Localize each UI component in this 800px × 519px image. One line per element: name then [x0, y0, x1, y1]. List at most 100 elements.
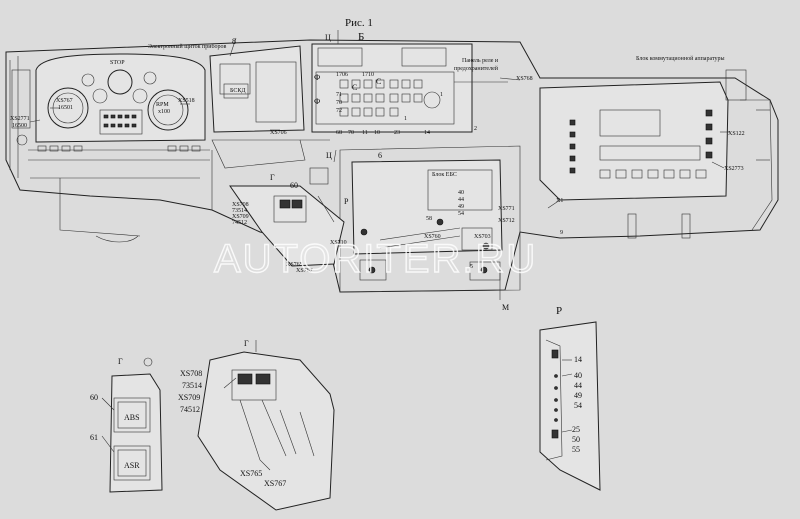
drawing-path — [545, 339, 563, 461]
callout-58: 58 — [426, 216, 432, 222]
drawing-rect — [117, 123, 123, 128]
r-callout-14: 14 — [574, 355, 582, 364]
drawing-circle — [360, 228, 368, 236]
drawing-rect — [363, 107, 373, 117]
callout-2: 2 — [474, 126, 477, 132]
bskd-block: БСКД — [209, 45, 305, 133]
drawing-circle — [92, 88, 108, 104]
drawing-rect — [551, 349, 559, 359]
drawing-rect — [627, 213, 637, 239]
watermark: AUTORITER.RU — [214, 237, 537, 281]
rpm-multiplier-label: x100 — [158, 109, 170, 115]
drawing-rect — [255, 61, 297, 123]
drawing-path — [740, 99, 773, 231]
switching-block — [539, 69, 773, 239]
g-callout-73514: 73514 — [182, 381, 202, 390]
asr-switch-label: ASR — [124, 461, 140, 470]
diagram-labels: Рис. 1 Б Ц Электронный щиток приборов Па… — [10, 17, 745, 488]
drawing-rect — [363, 79, 373, 89]
left-console — [229, 167, 345, 267]
detail-r — [539, 321, 601, 491]
drawing-path — [261, 399, 287, 457]
r-callout-25: 25 — [572, 425, 580, 434]
drawing-rect — [110, 114, 116, 119]
drawing-rect — [11, 69, 31, 129]
drawing-circle — [143, 71, 157, 85]
relay-fuse-panel — [311, 43, 508, 133]
drawing-line — [547, 199, 561, 209]
drawing-rect — [631, 169, 643, 179]
drawing-path — [279, 409, 297, 455]
drawing-path — [239, 399, 271, 471]
drawing-rect — [375, 79, 385, 89]
drawing-rect — [167, 145, 177, 152]
drawing-circle — [368, 266, 376, 274]
drawing-rect — [401, 47, 447, 67]
g-callout-xs765: XS765 — [240, 469, 262, 478]
callout-xs767a: XS767 — [56, 98, 73, 104]
drawing-path — [299, 411, 315, 457]
drawing-line — [229, 37, 237, 57]
drawing-rect — [413, 93, 423, 103]
bskd-label: БСКД — [230, 88, 246, 94]
drawing-line — [223, 377, 237, 389]
drawing-rect — [647, 169, 659, 179]
drawing-path — [95, 235, 139, 243]
callout-f2: Ф — [314, 97, 320, 106]
drawing-rect — [279, 199, 291, 209]
ebs-block-annotation: Блок ЕБС — [432, 172, 457, 178]
callout-70b: 70 — [348, 130, 354, 136]
r-callout-44: 44 — [574, 381, 582, 390]
switching-block-annotation: Блок коммутационной аппаратуры — [636, 55, 725, 62]
relay-grid — [339, 79, 441, 117]
callout-16501: 16501 — [58, 105, 73, 111]
drawing-rect — [705, 151, 713, 159]
drawing-circle — [81, 73, 95, 87]
callout-44: 44 — [458, 197, 464, 203]
drawing-rect — [705, 137, 713, 145]
drawing-rect — [389, 79, 399, 89]
callout-ts2: Ц — [326, 151, 332, 160]
drawing-line — [561, 429, 573, 433]
drawing-rect — [291, 199, 303, 209]
drawing-path — [211, 139, 306, 169]
speedometer-gauge — [47, 87, 89, 129]
drawing-rect — [273, 195, 307, 223]
drawing-path — [339, 145, 521, 293]
r-callout-49: 49 — [574, 391, 582, 400]
callout-c2: C — [376, 77, 381, 86]
drawing-line — [379, 227, 461, 241]
drawing-rect — [725, 69, 747, 101]
callout-14: 14 — [424, 130, 430, 136]
drawing-rect — [37, 145, 47, 152]
drawing-rect — [389, 93, 399, 103]
drawing-line — [101, 397, 115, 411]
drawing-rect — [363, 93, 373, 103]
drawing-rect — [113, 397, 151, 433]
drawing-circle — [554, 386, 558, 390]
drawing-rect — [359, 259, 387, 281]
r-callout-54: 54 — [574, 401, 582, 410]
drawing-circle — [423, 91, 441, 109]
drawing-rect — [317, 47, 363, 67]
drawing-path — [109, 373, 163, 493]
drawing-line — [333, 149, 337, 163]
drawing-rect — [351, 93, 361, 103]
drawing-line — [101, 435, 115, 453]
drawing-rect — [103, 114, 109, 119]
drawing-circle — [152, 94, 184, 126]
view-g-label-main: Г — [270, 173, 275, 182]
callout-1710: 1710 — [362, 72, 374, 78]
r-callout-55: 55 — [572, 445, 580, 454]
callout-xs765: XS765 — [286, 262, 303, 268]
tachometer-gauge — [147, 89, 189, 131]
drawing-rect — [117, 114, 123, 119]
g-callout-xs767: XS767 — [264, 479, 286, 488]
view-g-label-detail2: Г — [244, 339, 249, 348]
callout-xs710: XS710 — [330, 240, 347, 246]
callout-1706: 1706 — [336, 72, 348, 78]
callout-71: 71 — [336, 92, 342, 98]
drawing-rect — [315, 71, 455, 125]
drawing-rect — [124, 114, 130, 119]
callout-10: 10 — [374, 130, 380, 136]
